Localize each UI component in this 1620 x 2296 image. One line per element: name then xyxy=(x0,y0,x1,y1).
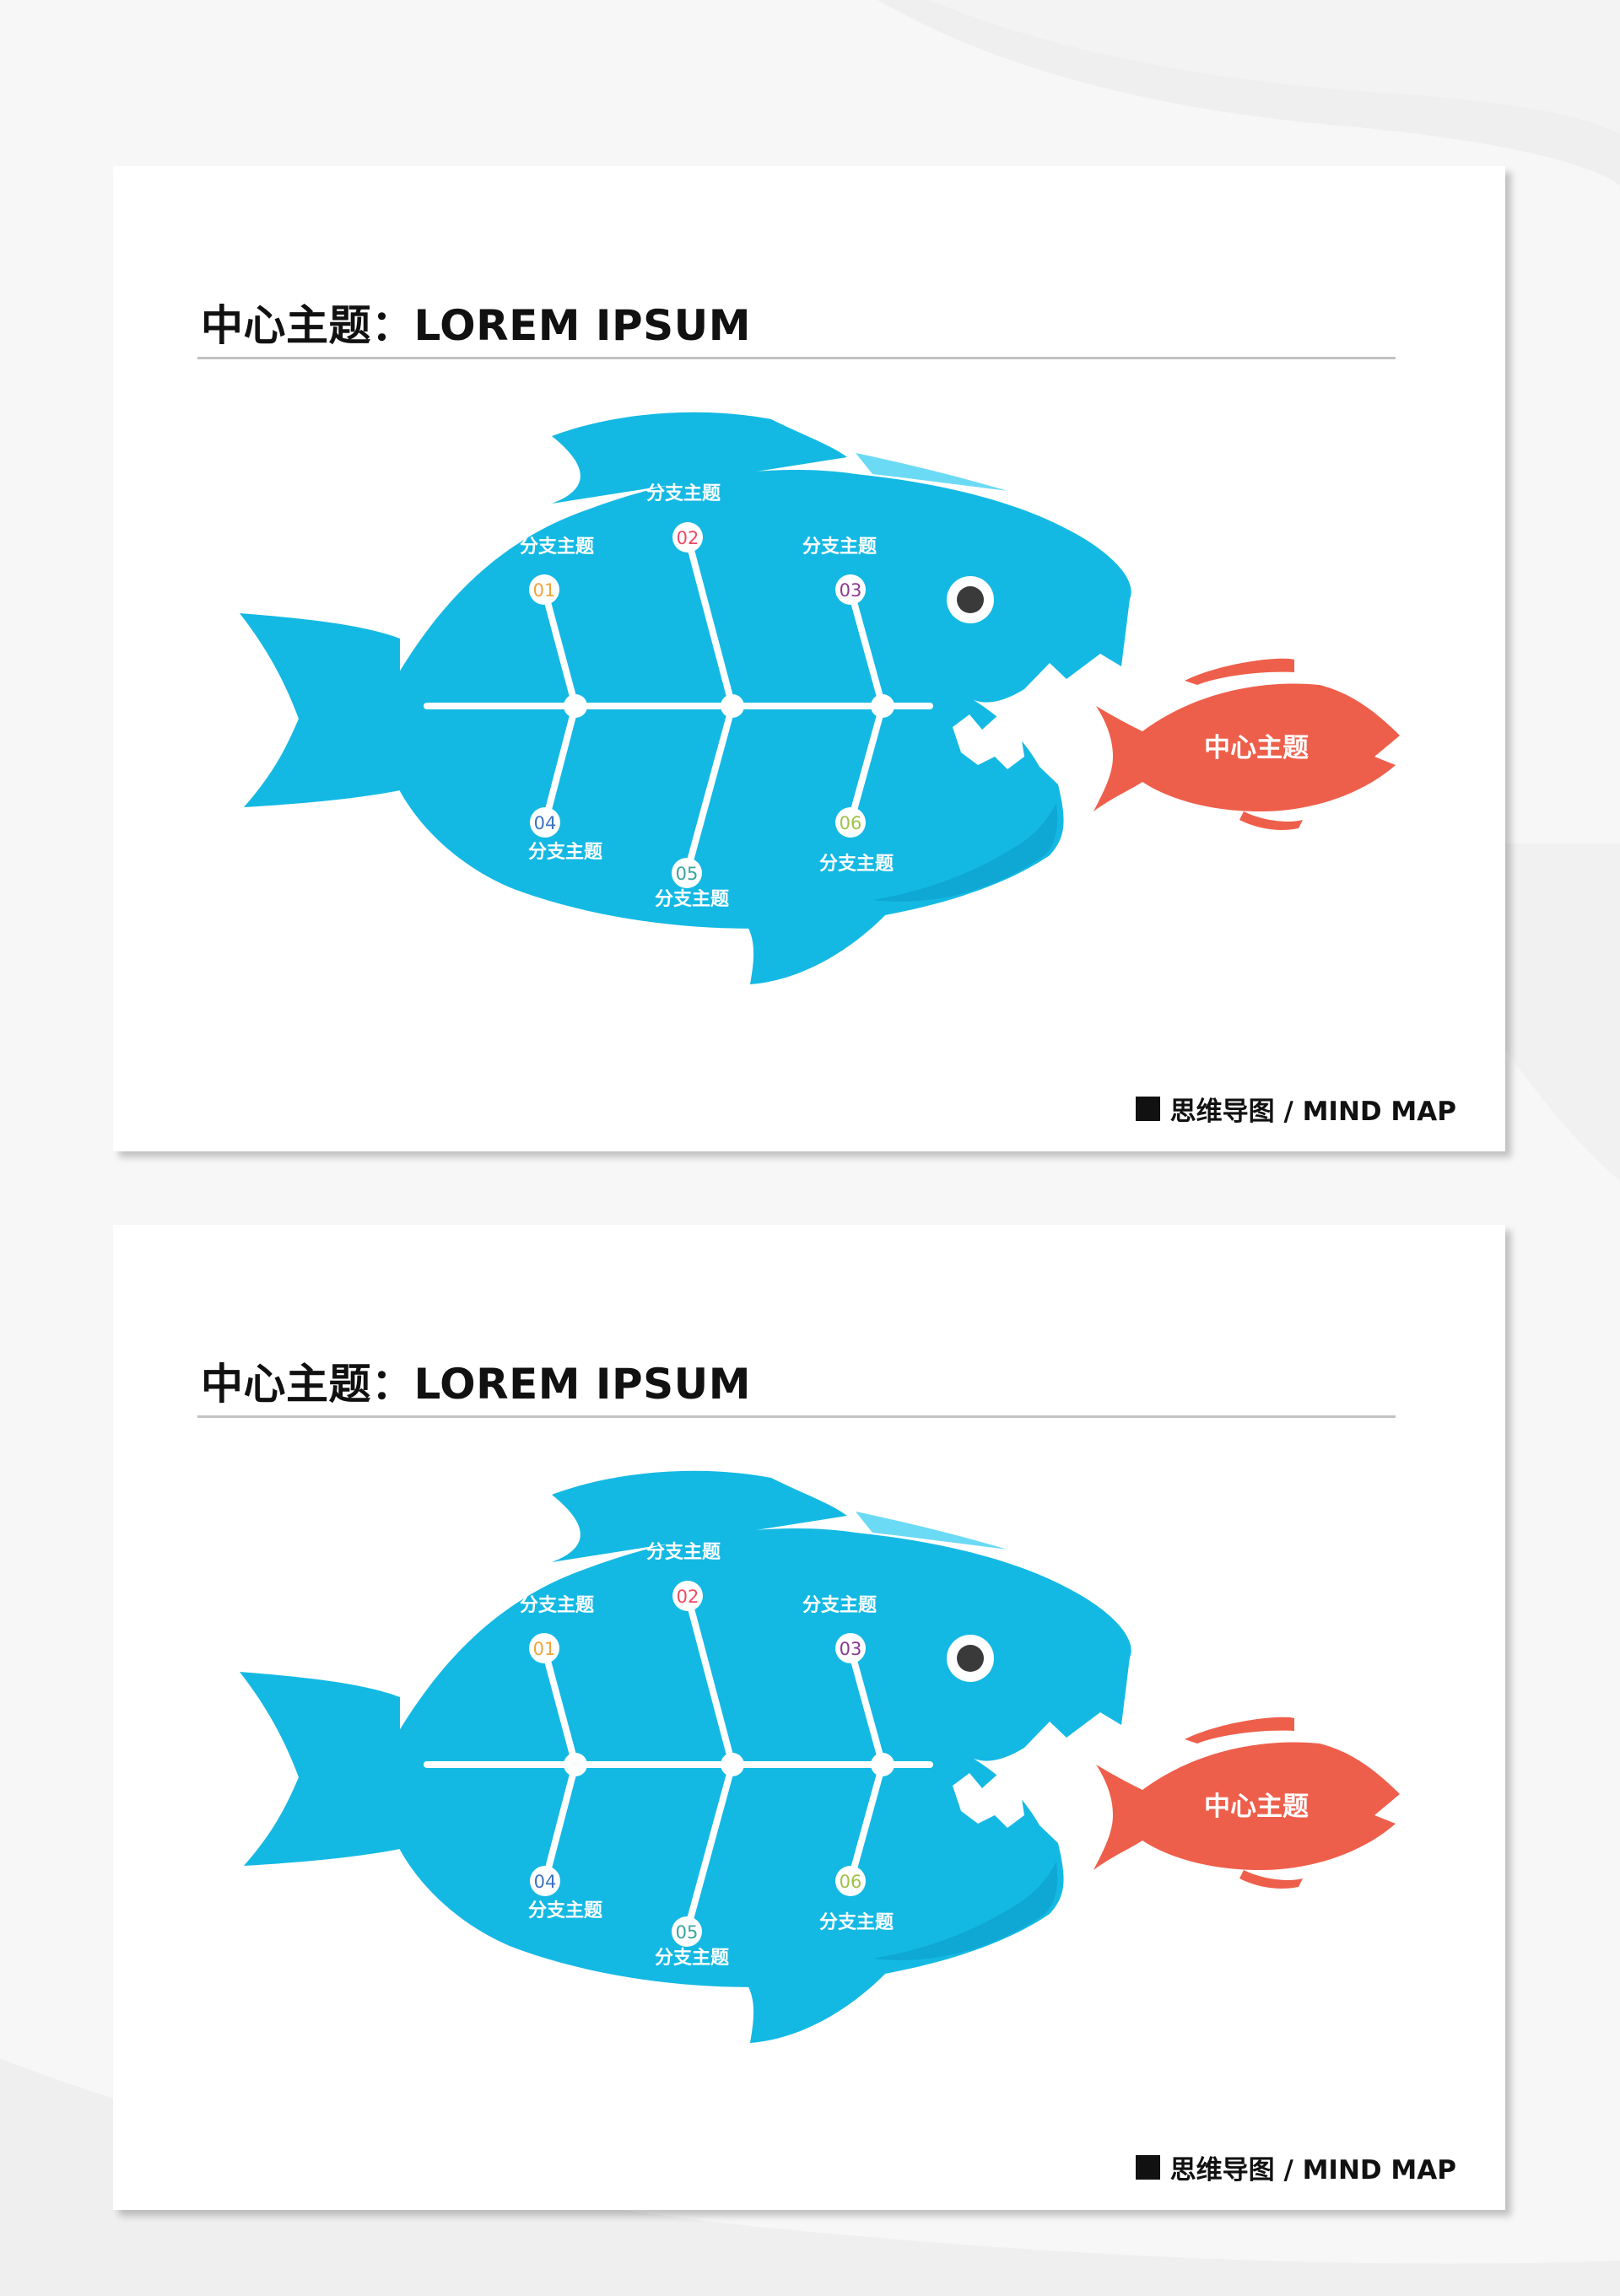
fish-body xyxy=(384,469,1131,929)
branch-number: 03 xyxy=(840,580,862,601)
fishbone-diagram: 中心主题 分支主题 01 分支主题 02 分支主题 03 xyxy=(240,1470,1400,2043)
central-topic-fish: 中心主题 xyxy=(1094,1717,1400,1889)
branch-label: 分支主题 xyxy=(528,842,603,863)
fish-tail xyxy=(240,613,400,807)
title-divider xyxy=(197,1415,1396,1418)
branch-node-03[interactable]: 03 xyxy=(835,574,866,605)
branch-node-03[interactable]: 03 xyxy=(835,1633,866,1663)
prey-body xyxy=(1094,683,1400,811)
dorsal-fin xyxy=(552,412,847,504)
footer: 思维导图 / MIND MAP xyxy=(1135,2148,1456,2186)
body-highlight xyxy=(856,453,1007,491)
pelvic-fin xyxy=(737,911,889,984)
branch-number: 05 xyxy=(676,864,699,884)
slide: 中心主题：LOREM IPSUM 中心主题 xyxy=(113,166,1505,1151)
branch-label: 分支主题 xyxy=(819,854,894,875)
branch-node-04[interactable]: 04 xyxy=(530,1866,560,1896)
branch-number: 06 xyxy=(840,1872,862,1892)
branch-node-circle xyxy=(530,1866,560,1896)
branch-label: 分支主题 xyxy=(819,1912,894,1933)
branch-bones xyxy=(541,1593,886,1935)
teeth xyxy=(953,1773,1024,1828)
branch-number: 05 xyxy=(676,1922,699,1943)
spine-joints xyxy=(564,1753,894,1776)
branch-number: 02 xyxy=(677,1587,699,1607)
branch-number: 04 xyxy=(534,1872,557,1892)
dorsal-fin xyxy=(552,1470,847,1562)
fish-body xyxy=(384,1528,1131,1987)
branch-number: 03 xyxy=(840,1639,862,1659)
footer-label: 思维导图 / MIND MAP xyxy=(1169,1097,1456,1127)
spine-joints xyxy=(564,694,894,718)
fish-tail xyxy=(240,1672,400,1866)
teeth xyxy=(953,714,1024,769)
branch-node-circle xyxy=(529,574,559,605)
body-highlight xyxy=(856,1512,1007,1550)
pelvic-fin xyxy=(737,1970,889,2043)
branch-node-circle xyxy=(835,1866,866,1896)
central-topic-label: 中心主题 xyxy=(1204,1792,1309,1822)
branch-label: 分支主题 xyxy=(802,1595,878,1616)
central-topic-label: 中心主题 xyxy=(1204,733,1309,763)
branch-number: 01 xyxy=(533,1639,556,1659)
branch-node-circle xyxy=(530,807,560,838)
branch-node-circle xyxy=(672,858,702,888)
branch-label: 分支主题 xyxy=(655,889,730,910)
prey-body xyxy=(1094,1742,1400,1870)
branch-node-05[interactable]: 05 xyxy=(672,1916,702,1947)
branch-label: 分支主题 xyxy=(520,536,595,558)
branch-node-circle xyxy=(835,1633,866,1663)
prey-dorsal-fin xyxy=(1185,1717,1294,1744)
branch-node-02[interactable]: 02 xyxy=(672,1581,703,1611)
branch-number: 04 xyxy=(534,813,557,833)
branch-label: 分支主题 xyxy=(655,1948,730,1969)
slide: 中心主题：LOREM IPSUM 中心主题 xyxy=(113,1225,1505,2210)
branch-node-01[interactable]: 01 xyxy=(529,574,559,605)
eye xyxy=(947,576,994,623)
branch-label: 分支主题 xyxy=(520,1595,595,1616)
footer-square-icon xyxy=(1135,2155,1160,2180)
branch-node-05[interactable]: 05 xyxy=(672,858,702,888)
central-topic-fish: 中心主题 xyxy=(1094,658,1400,830)
fishbone-diagram: 中心主题 分支主题 01 分支主题 02 分支主题 xyxy=(240,412,1400,984)
branch-bones xyxy=(541,534,886,876)
branch-node-circle xyxy=(672,1916,702,1947)
title-divider xyxy=(197,357,1396,359)
branch-node-circle xyxy=(835,574,866,605)
branch-node-06[interactable]: 06 xyxy=(835,1866,866,1896)
branch-number: 02 xyxy=(677,528,699,548)
branch-number: 06 xyxy=(840,813,862,833)
prey-pelvic-fin xyxy=(1239,1870,1303,1889)
branch-node-circle xyxy=(672,522,703,552)
branch-node-circle xyxy=(672,1581,703,1611)
prey-pelvic-fin xyxy=(1239,811,1303,830)
belly-shade xyxy=(872,1862,1058,1960)
slide-title: 中心主题：LOREM IPSUM xyxy=(201,301,752,350)
eye xyxy=(947,1635,994,1682)
prey-dorsal-fin xyxy=(1185,658,1294,685)
branch-label: 分支主题 xyxy=(802,536,878,558)
branch-label: 分支主题 xyxy=(646,1542,721,1563)
branch-node-02[interactable]: 02 xyxy=(672,522,703,552)
branch-node-04[interactable]: 04 xyxy=(530,807,560,838)
branch-number: 01 xyxy=(533,580,556,601)
footer: 思维导图 / MIND MAP xyxy=(1135,1090,1456,1128)
branch-label: 分支主题 xyxy=(646,483,721,504)
footer-square-icon xyxy=(1135,1097,1160,1121)
branch-node-circle xyxy=(835,807,866,838)
footer-label: 思维导图 / MIND MAP xyxy=(1169,2155,1456,2186)
belly-shade xyxy=(872,803,1058,902)
branch-label: 分支主题 xyxy=(528,1900,603,1921)
branch-node-circle xyxy=(529,1633,559,1663)
branch-node-01[interactable]: 01 xyxy=(529,1633,559,1663)
branch-node-06[interactable]: 06 xyxy=(835,807,866,838)
slide-title: 中心主题：LOREM IPSUM xyxy=(201,1360,752,1409)
